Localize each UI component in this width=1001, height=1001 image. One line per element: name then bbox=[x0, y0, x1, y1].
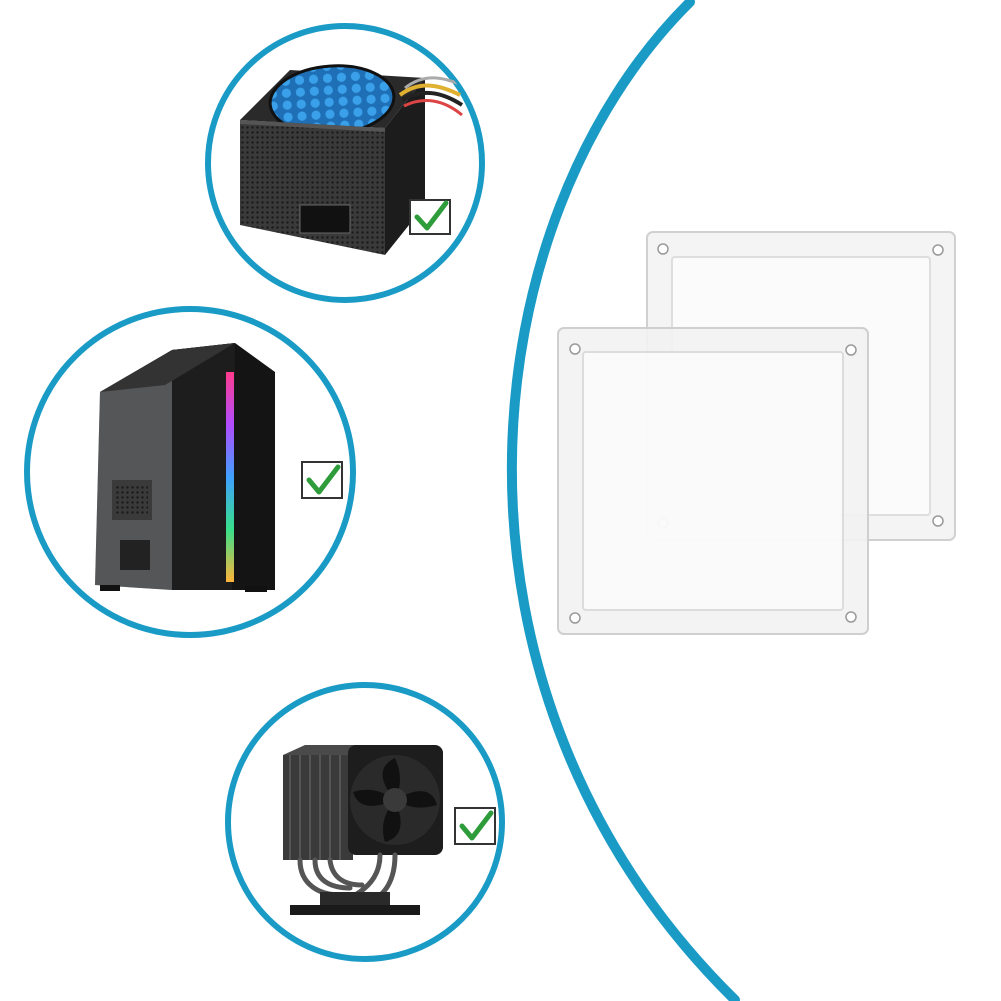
accent-arc bbox=[506, 0, 740, 1001]
check-icon bbox=[301, 461, 343, 499]
check-icon bbox=[454, 807, 496, 845]
filter-front bbox=[557, 327, 869, 635]
cpu-cooler-image bbox=[283, 745, 443, 915]
cpu-cooler-badge bbox=[225, 682, 505, 962]
power-supply-badge bbox=[205, 23, 485, 303]
check-icon bbox=[409, 199, 451, 235]
pc-case-badge bbox=[24, 306, 356, 638]
pc-case-image bbox=[95, 343, 275, 592]
